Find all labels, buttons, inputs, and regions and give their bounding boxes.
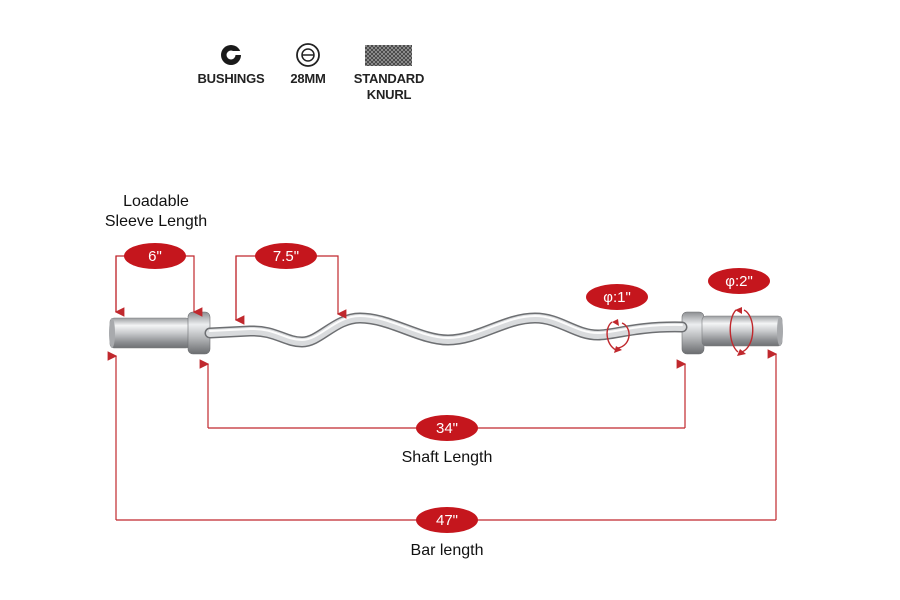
sleeve-length-label: Loadable Sleeve Length xyxy=(86,192,226,232)
shaft-diameter-badge: φ:1" xyxy=(586,284,648,310)
knurl-pattern-icon xyxy=(365,45,412,66)
feature-bushings: BUSHINGS xyxy=(190,71,272,87)
curve-badge: 7.5" xyxy=(255,243,317,269)
diameter-circle-icon xyxy=(296,43,320,67)
shaft-diameter-badge-value: φ:1" xyxy=(603,289,631,306)
sleeve-label-line2: Sleeve Length xyxy=(104,213,208,230)
left-sleeve-end xyxy=(109,318,115,348)
shaft-highlight xyxy=(209,314,683,342)
bar-length-badge-value: 47" xyxy=(436,512,458,529)
left-sleeve xyxy=(109,317,191,349)
feature-bushings-label: BUSHINGS xyxy=(197,71,265,86)
right-collar xyxy=(681,311,705,355)
sleeve-diameter-badge: φ:2" xyxy=(708,268,770,294)
barbell xyxy=(109,311,783,355)
bushing-icon xyxy=(221,45,242,65)
shaft-body xyxy=(206,313,686,347)
sleeve-diameter-badge-value: φ:2" xyxy=(725,273,753,290)
feature-28mm: 28MM xyxy=(276,71,340,87)
feature-knurl-label-line1: STANDARD xyxy=(353,71,425,86)
feature-knurl-label-line2: KNURL xyxy=(366,87,412,102)
sleeve-badge-value: 6" xyxy=(148,248,162,265)
right-sleeve-end xyxy=(777,316,783,346)
shaft-length-badge: 34" xyxy=(416,415,478,441)
sleeve-diameter-rotation-icon xyxy=(729,307,754,356)
shaft-diameter-rotation-icon xyxy=(606,319,630,353)
curve-badge-value: 7.5" xyxy=(273,248,299,265)
sleeve-label-line1: Loadable xyxy=(123,193,189,210)
right-sleeve xyxy=(701,315,783,347)
sleeve-badge: 6" xyxy=(124,243,186,269)
feature-28mm-label: 28MM xyxy=(290,71,326,86)
shaft-length-badge-value: 34" xyxy=(436,420,458,437)
shaft-length-label: Shaft Length xyxy=(401,449,493,466)
feature-standard-knurl: STANDARD KNURL xyxy=(344,71,434,103)
bar-length-badge: 47" xyxy=(416,507,478,533)
bar-length-label: Bar length xyxy=(410,542,484,559)
